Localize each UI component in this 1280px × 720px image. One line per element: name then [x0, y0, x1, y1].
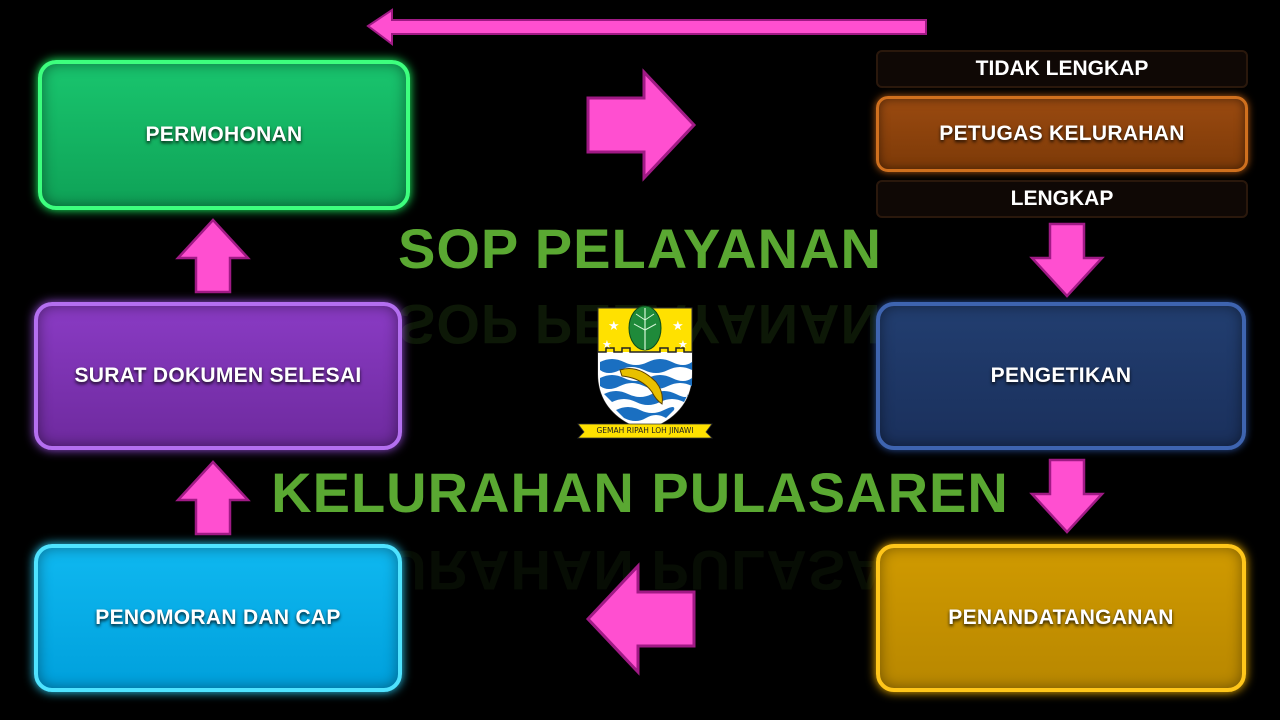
svg-text:★: ★ — [678, 338, 688, 351]
step-surat-label: SURAT DOKUMEN SELESAI — [74, 364, 362, 387]
condition-tidak-lengkap: TIDAK LENGKAP — [876, 50, 1248, 88]
svg-text:★: ★ — [608, 319, 620, 334]
condition-lengkap: LENGKAP — [876, 180, 1248, 218]
step-surat-dokumen-selesai[interactable]: SURAT DOKUMEN SELESAI — [34, 302, 402, 450]
arrow-up-icon-2 — [175, 460, 251, 536]
step-petugas-kelurahan[interactable]: PETUGAS KELURAHAN — [876, 96, 1248, 172]
arrow-left-long — [366, 8, 927, 46]
arrow-down-icon-1 — [1029, 222, 1105, 298]
step-penandatanganan[interactable]: PENANDATANGANAN — [876, 544, 1246, 692]
step-permohonan-label: PERMOHONAN — [145, 123, 303, 146]
arrow-left-icon — [585, 562, 696, 676]
page-subtitle: KELURAHAN PULASAREN — [271, 461, 1009, 524]
arrow-down-icon-2 — [1029, 458, 1105, 534]
crest-motto: GEMAH RIPAH LOH JINAWI — [596, 426, 694, 435]
step-permohonan[interactable]: PERMOHONAN — [38, 60, 410, 210]
svg-text:★: ★ — [602, 338, 612, 351]
step-petugas-label: PETUGAS KELURAHAN — [939, 122, 1185, 145]
arrow-right-icon — [586, 68, 697, 182]
condition-tidak-lengkap-label: TIDAK LENGKAP — [975, 57, 1149, 80]
step-penomoran-label: PENOMORAN DAN CAP — [95, 606, 341, 629]
page-title: SOP PELAYANAN — [398, 217, 882, 280]
svg-text:★: ★ — [672, 319, 684, 334]
step-pengetikan[interactable]: PENGETIKAN — [876, 302, 1246, 450]
step-pengetikan-label: PENGETIKAN — [990, 364, 1132, 387]
step-penomoran-dan-cap[interactable]: PENOMORAN DAN CAP — [34, 544, 402, 692]
city-crest-icon: ★ ★ ★ ★ GEMAH RIPAH LOH JINAWI — [576, 304, 714, 442]
arrow-up-icon-1 — [175, 218, 251, 294]
step-penandatanganan-label: PENANDATANGANAN — [948, 606, 1174, 629]
condition-lengkap-label: LENGKAP — [1010, 187, 1114, 210]
